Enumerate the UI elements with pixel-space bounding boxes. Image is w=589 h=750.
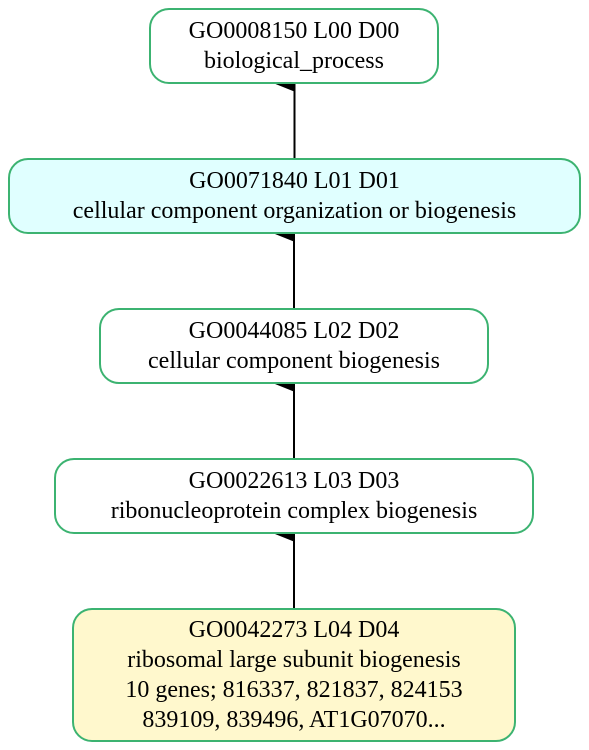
node-name-label: cellular component organization or bioge… xyxy=(72,198,517,224)
go-term-node-ribosomal-large-subunit-biogenesis[interactable]: GO0042273 L04 D04 ribosomal large subuni… xyxy=(72,608,516,742)
node-name-label: ribonucleoprotein complex biogenesis xyxy=(110,498,478,524)
node-genes-label: 839109, 839496, AT1G07070... xyxy=(142,707,446,733)
node-name-label: biological_process xyxy=(204,48,384,74)
go-term-node-cellular-component-biogenesis[interactable]: GO0044085 L02 D02 cellular component bio… xyxy=(99,308,489,384)
node-id-label: GO0071840 L01 D01 xyxy=(189,168,400,194)
node-name-label: ribosomal large subunit biogenesis xyxy=(127,647,461,673)
node-genes-label: 10 genes; 816337, 821837, 824153 xyxy=(125,677,463,703)
go-term-node-cellular-component-organization[interactable]: GO0071840 L01 D01 cellular component org… xyxy=(8,158,581,234)
node-id-label: GO0044085 L02 D02 xyxy=(188,318,400,344)
node-id-label: GO0022613 L03 D03 xyxy=(188,468,400,494)
node-id-label: GO0042273 L04 D04 xyxy=(188,617,400,643)
node-id-label: GO0008150 L00 D00 xyxy=(188,18,400,44)
go-term-node-ribonucleoprotein-complex-biogenesis[interactable]: GO0022613 L03 D03 ribonucleoprotein comp… xyxy=(54,458,534,534)
go-term-node-biological-process[interactable]: GO0008150 L00 D00 biological_process xyxy=(149,8,439,84)
node-name-label: cellular component biogenesis xyxy=(148,348,440,374)
